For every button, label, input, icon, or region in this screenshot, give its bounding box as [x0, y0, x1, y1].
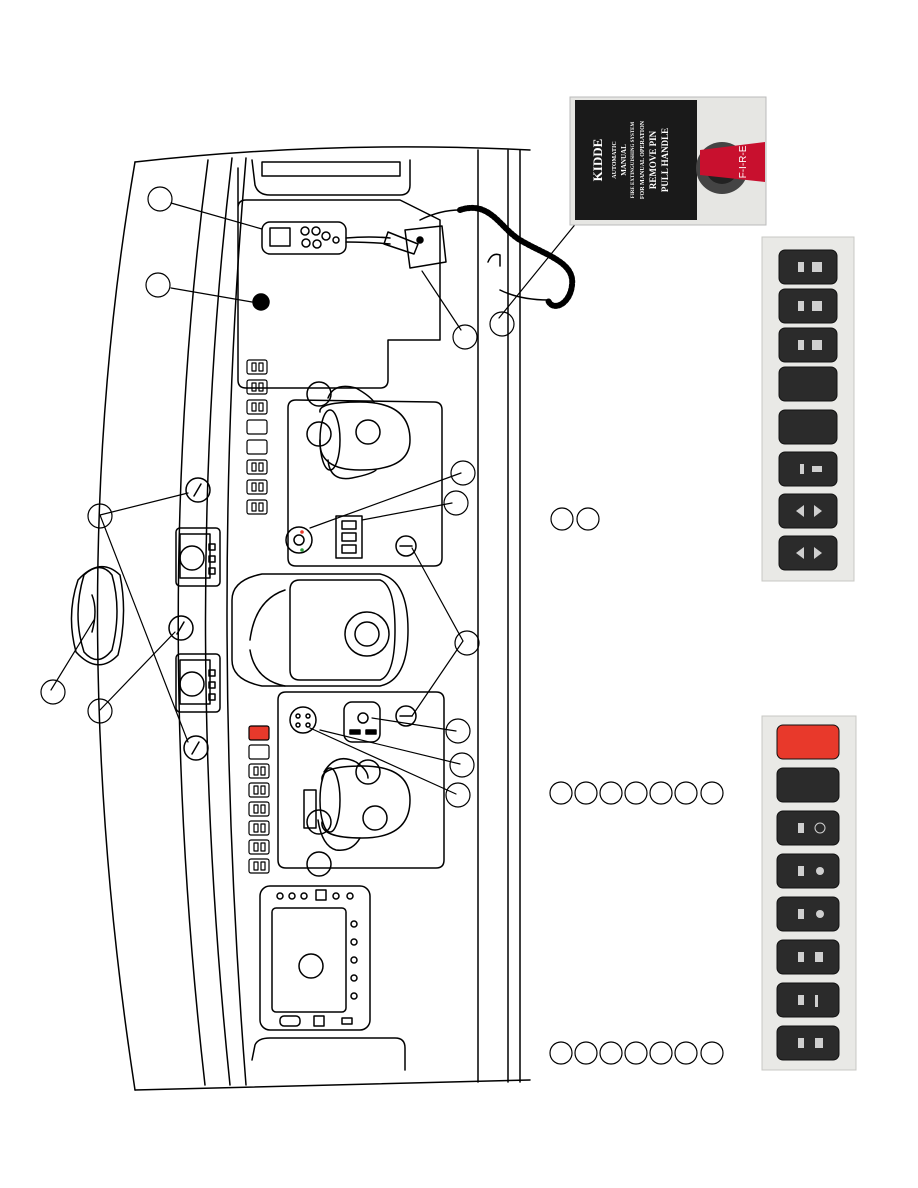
fire-tag-line6: PULL HANDLE [660, 128, 670, 192]
switch-column-upper [246, 359, 268, 515]
fire-tag-line1: AUTOMATIC [612, 141, 618, 178]
callout-circles [40, 186, 724, 1065]
steering-housing [231, 573, 409, 687]
usb-outlet-icon [285, 526, 313, 554]
power-outlet-icon [343, 701, 381, 743]
fire-extinguisher-pull-icon: KIDDE AUTOMATIC MANUAL FIRE EXTINGUISHIN… [569, 96, 767, 226]
switch-column-lower [248, 725, 270, 874]
fire-tag-line5: REMOVE PIN [648, 130, 658, 189]
lower-accessory-panel [277, 691, 445, 877]
fire-tag-line3: FIRE EXTINGUISHING SYSTEM [631, 122, 636, 199]
gauge-icon [168, 477, 221, 761]
rocker-switch-panel-upper [761, 236, 855, 582]
fire-tag-line2: MANUAL [620, 144, 628, 176]
cup-holder-icon [319, 401, 411, 471]
upper-accessory-panel [285, 381, 443, 567]
console-outline [96, 146, 531, 1091]
callout-leaders [50, 202, 583, 795]
key-switch-icon [252, 293, 270, 311]
chart-plotter-icon [259, 885, 371, 1031]
rocker-switch-panel-lower [761, 715, 857, 1071]
remote-control-icon [261, 205, 576, 309]
fire-tag-logo: KIDDE [590, 139, 605, 182]
fire-tag-line4: FOR MANUAL OPERATION [640, 120, 646, 199]
fire-handle-label: F-I-R-E [738, 145, 749, 178]
steering-wheel-icon [70, 566, 125, 666]
